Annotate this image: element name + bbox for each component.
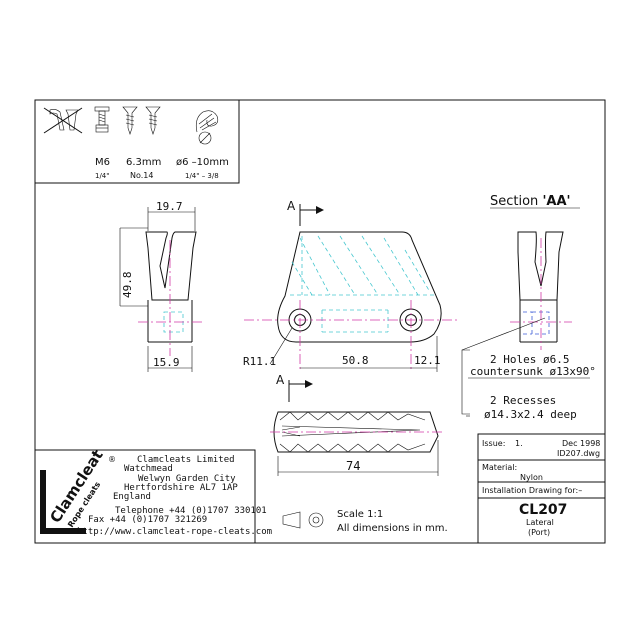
company-address-2: Welwyn Garden City bbox=[138, 474, 236, 484]
variant-line-2: (Port) bbox=[528, 528, 550, 537]
note-holes-2: countersunk ø13x90° bbox=[470, 365, 596, 378]
screw-icon bbox=[145, 106, 161, 135]
company-address-3: Hertfordshire AL7 1AP bbox=[124, 483, 238, 493]
company-block: Clamcleat Rope cleats ® Clamcleats Limit… bbox=[35, 446, 272, 543]
side-view: 19.7 49.8 15.9 bbox=[119, 200, 205, 372]
section-label-name: 'AA' bbox=[542, 194, 570, 209]
scale-note: All dimensions in mm. bbox=[337, 523, 448, 534]
company-fax: Fax +44 (0)1707 321269 bbox=[88, 515, 207, 525]
issue-date: Dec 1998 bbox=[562, 439, 600, 448]
dim-end-offset: 12.1 bbox=[414, 354, 441, 367]
bolt-imperial: 1/4" bbox=[95, 172, 110, 180]
material-value: Nylon bbox=[520, 473, 543, 482]
issue-label: Issue: bbox=[482, 439, 505, 448]
note-holes-1: 2 Holes ø6.5 bbox=[490, 353, 569, 366]
variant-line-1: Lateral bbox=[526, 518, 554, 527]
projection-cone-icon bbox=[282, 511, 301, 529]
rope-imperial: 1/4" – 3/8 bbox=[185, 172, 219, 180]
sheet-border bbox=[34, 99, 606, 544]
svg-text:®: ® bbox=[108, 455, 116, 464]
issue-value: 1. bbox=[515, 439, 523, 448]
svg-text:Section 'AA': Section 'AA' bbox=[490, 194, 571, 209]
dim-hole-spacing: 50.8 bbox=[342, 354, 369, 367]
dim-height-side: 49.8 bbox=[121, 272, 134, 299]
section-marker-top: A bbox=[287, 199, 296, 213]
part-number: CL207 bbox=[519, 502, 567, 518]
title-block: Issue: 1. Dec 1998 ID207.dwg Material: N… bbox=[477, 433, 606, 544]
company-name: Clamcleats Limited bbox=[137, 455, 235, 465]
bolt-size: M6 bbox=[95, 157, 110, 168]
top-view: A 74 bbox=[270, 373, 445, 476]
screw-gauge: No.14 bbox=[130, 171, 153, 180]
note-recess-2: ø14.3x2.4 deep bbox=[484, 408, 577, 421]
rope-size: ø6 –10mm bbox=[176, 157, 229, 168]
notes: 2 Holes ø6.5 countersunk ø13x90° 2 Reces… bbox=[461, 317, 596, 421]
scale-block: Scale 1:1 All dimensions in mm. bbox=[282, 509, 448, 534]
section-label-prefix: Section bbox=[490, 194, 542, 209]
company-website: http://www.clamcleat-rope-cleats.com bbox=[77, 527, 272, 537]
fastener-panel: M6 1/4" 6.3mm No.14 ø6 –10mm 1/4" – 3/8 bbox=[34, 100, 240, 184]
company-address-1: Watchmead bbox=[124, 464, 173, 474]
rope-icon bbox=[195, 110, 219, 145]
dim-width-top: 19.7 bbox=[156, 200, 183, 213]
scale-value: Scale 1:1 bbox=[337, 509, 383, 520]
screw-size: 6.3mm bbox=[126, 157, 161, 168]
crossed-nail-icon bbox=[43, 107, 83, 134]
dim-length: 74 bbox=[346, 459, 360, 473]
bolt-icon bbox=[94, 106, 110, 133]
company-telephone: Telephone +44 (0)1707 330101 bbox=[115, 506, 267, 516]
projection-circle-icon bbox=[308, 512, 324, 528]
material-label: Material: bbox=[482, 463, 517, 472]
section-marker-bottom: A bbox=[276, 373, 285, 387]
dim-base-offset: 15.9 bbox=[153, 356, 180, 369]
installation-label: Installation Drawing for:– bbox=[482, 486, 582, 495]
screw-icon bbox=[122, 106, 138, 135]
drawing-file: ID207.dwg bbox=[557, 449, 600, 458]
section-view: Section 'AA' bbox=[490, 194, 580, 350]
front-view: A R11.1 50.8 12.1 bbox=[243, 199, 458, 372]
note-recess-1: 2 Recesses bbox=[490, 394, 556, 407]
dim-radius: R11.1 bbox=[243, 355, 276, 368]
company-address-4: England bbox=[113, 492, 151, 502]
